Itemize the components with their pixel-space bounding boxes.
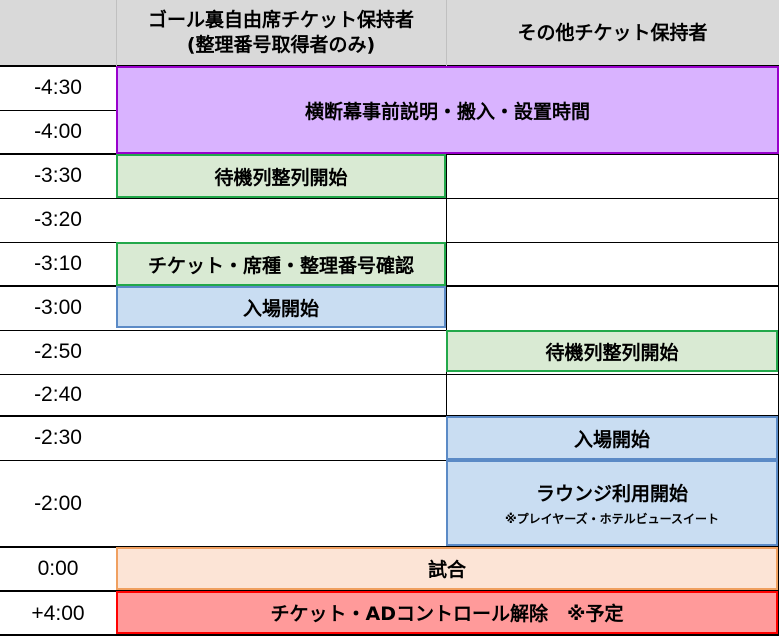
header-corner [0, 0, 116, 66]
time-cell: -3:10 [0, 242, 116, 286]
header-goal-side-holders: ゴール裏自由席チケット保持者 (整理番号取得者のみ) [116, 0, 446, 66]
right-queue-start-label: 待機列整列開始 [545, 341, 679, 364]
row-divider [0, 330, 779, 331]
time-cell: -2:40 [0, 374, 116, 416]
banner-setup-block: 横断幕事前説明・搬入・設置時間 [116, 66, 779, 154]
row-divider [0, 374, 779, 375]
right-lounge-start-block: ラウンジ利用開始 ※プレイヤーズ・ホテルビュースイート [446, 460, 778, 546]
header-other-label: その他チケット保持者 [517, 21, 708, 44]
row-divider [0, 198, 779, 199]
ad-release-label: チケット・ADコントロール解除 ※予定 [270, 603, 624, 625]
header-goal-side-line1: ゴール裏自由席チケット保持者 [147, 9, 414, 31]
column-divider [446, 0, 447, 66]
column-divider [116, 0, 117, 66]
time-cell: -4:00 [0, 110, 116, 154]
time-cell: -2:30 [0, 416, 116, 460]
match-block: 試合 [116, 547, 778, 590]
right-lounge-start-label: ラウンジ利用開始 [535, 483, 688, 505]
time-cell: -4:30 [0, 66, 116, 110]
time-cell: +4:00 [0, 591, 116, 636]
right-lounge-note: ※プレイヤーズ・ホテルビュースイート [504, 512, 720, 526]
match-label: 試合 [427, 559, 466, 581]
banner-setup-label: 横断幕事前説明・搬入・設置時間 [304, 100, 590, 123]
left-ticket-check-block: チケット・席種・整理番号確認 [116, 242, 446, 286]
row-divider [0, 460, 779, 461]
right-entry-start-label: 入場開始 [573, 428, 650, 451]
left-queue-start-block: 待機列整列開始 [116, 154, 446, 198]
row-divider [0, 415, 779, 417]
time-cell: -3:30 [0, 154, 116, 198]
header-goal-side-line2: (整理番号取得者のみ) [186, 34, 376, 56]
right-queue-start-block: 待機列整列開始 [446, 330, 778, 372]
left-entry-start-block: 入場開始 [116, 286, 446, 328]
left-entry-start-label: 入場開始 [242, 297, 319, 320]
row-divider [0, 634, 779, 636]
right-entry-start-block: 入場開始 [446, 416, 778, 460]
time-cell: 0:00 [0, 547, 116, 591]
time-cell: -2:50 [0, 330, 116, 374]
header-other-holders: その他チケット保持者 [446, 0, 779, 66]
ad-release-block: チケット・ADコントロール解除 ※予定 [116, 591, 778, 634]
row-divider [0, 110, 116, 111]
left-queue-start-label: 待機列整列開始 [214, 166, 348, 189]
time-cell: -3:00 [0, 286, 116, 330]
left-ticket-check-label: チケット・席種・整理番号確認 [147, 254, 414, 277]
time-cell: -3:20 [0, 198, 116, 242]
time-cell: -2:00 [0, 460, 116, 547]
